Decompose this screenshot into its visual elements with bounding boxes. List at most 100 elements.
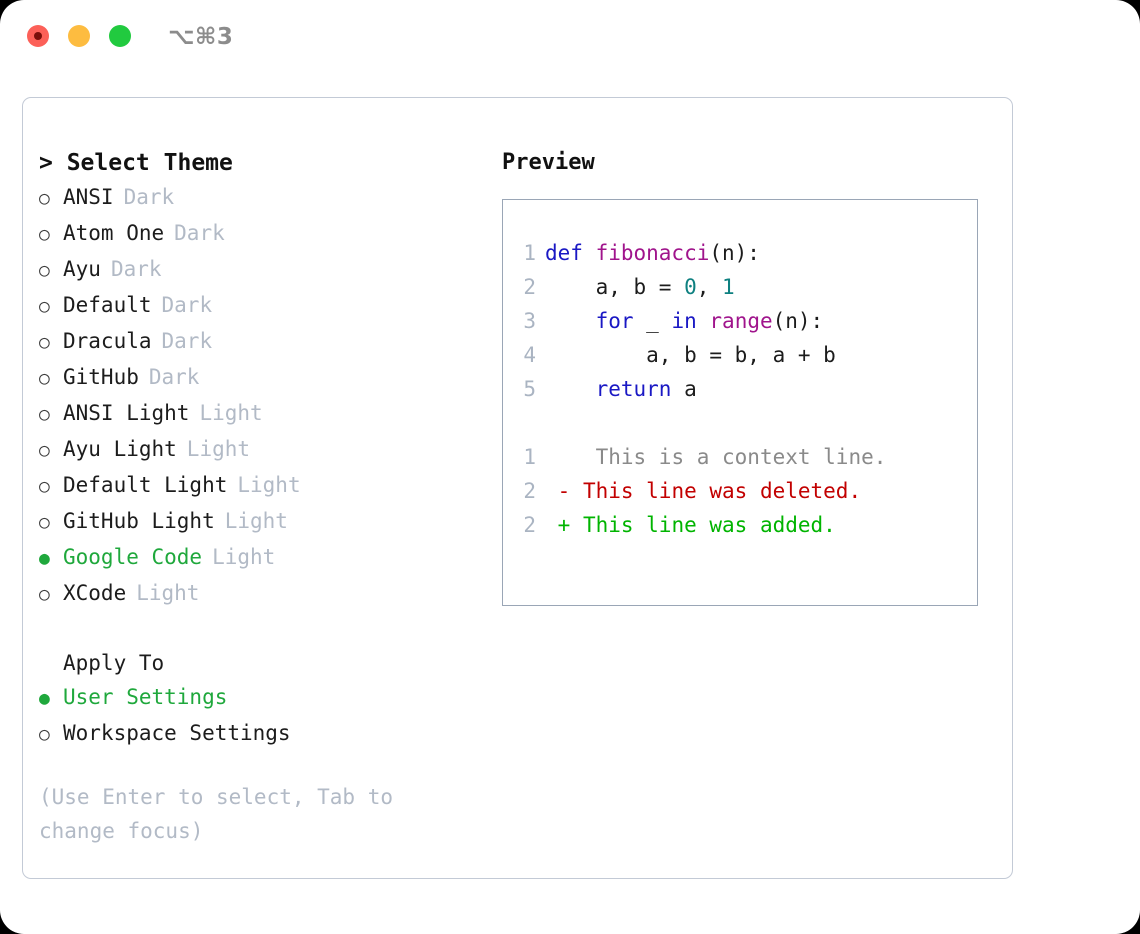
theme-list-item[interactable]: ○ GitHub Light Light — [39, 504, 469, 540]
theme-variant-badge: Light — [212, 545, 276, 569]
theme-variant-badge: Light — [186, 437, 251, 461]
diff-sample: 1 This is a context line.2 - This line w… — [503, 440, 977, 542]
radio-unselected-icon[interactable]: ○ — [39, 724, 50, 745]
radio-selected-icon[interactable]: ● — [39, 548, 50, 569]
code-token: in — [671, 309, 697, 333]
code-token: a, b = b, a + b — [545, 343, 836, 367]
theme-variant-badge: Light — [237, 473, 301, 497]
theme-variant-badge: Dark — [123, 185, 175, 209]
radio-unselected-icon[interactable]: ○ — [39, 404, 50, 425]
theme-name-label: XCode — [63, 581, 127, 605]
code-line: 2 a, b = 0, 1 — [503, 270, 977, 304]
diff-text: This is a context line. — [570, 445, 887, 469]
diff-line: 2 + This line was added. — [503, 508, 977, 542]
keyboard-shortcut-label: ⌥⌘3 — [168, 24, 234, 50]
keyboard-hint-text: (Use Enter to select, Tab to change focu… — [39, 785, 406, 843]
theme-list-item[interactable]: ○ Atom One Dark — [39, 216, 469, 252]
line-number: 5 — [523, 377, 536, 401]
diff-marker: - — [545, 479, 571, 503]
theme-variant-badge: Dark — [148, 365, 200, 389]
theme-name-label: GitHub — [63, 365, 139, 389]
theme-variant-badge: Dark — [110, 257, 162, 281]
theme-name-label: Default — [63, 293, 152, 317]
theme-variant-badge: Light — [224, 509, 288, 533]
theme-list-item[interactable]: ● Google Code Light — [39, 540, 469, 576]
code-token: a — [671, 377, 697, 401]
theme-variant-badge: Dark — [174, 221, 225, 245]
radio-unselected-icon[interactable]: ○ — [39, 440, 50, 461]
diff-marker — [545, 440, 570, 474]
theme-variant-badge: Dark — [161, 293, 213, 317]
radio-unselected-icon[interactable]: ○ — [39, 512, 50, 533]
code-token — [697, 309, 710, 333]
radio-unselected-icon[interactable]: ○ — [39, 584, 50, 605]
radio-unselected-icon[interactable]: ○ — [39, 476, 50, 497]
theme-name-label: Google Code — [63, 545, 203, 569]
theme-list-item[interactable]: ○ Default Dark — [39, 288, 469, 324]
code-token: (n): — [709, 241, 760, 265]
radio-unselected-icon[interactable]: ○ — [39, 332, 50, 353]
radio-selected-icon[interactable]: ● — [39, 688, 50, 709]
diff-marker: + — [545, 513, 571, 537]
line-number: 4 — [523, 343, 536, 367]
theme-name-label: GitHub Light — [63, 509, 215, 533]
theme-list-item[interactable]: ○ GitHub Dark — [39, 360, 469, 396]
code-token: _ — [633, 309, 672, 333]
code-token: return — [595, 377, 672, 401]
preview-heading: Preview — [502, 150, 595, 175]
code-token: 0 — [684, 275, 697, 299]
minimize-button-icon[interactable] — [68, 25, 90, 47]
code-token: range — [709, 309, 773, 333]
code-line: 5 return a — [503, 372, 977, 406]
close-button-icon[interactable] — [27, 25, 49, 47]
radio-unselected-icon[interactable]: ○ — [39, 188, 50, 209]
radio-unselected-icon[interactable]: ○ — [39, 224, 50, 245]
code-token: fibonacci — [595, 241, 710, 265]
diff-line: 2 - This line was deleted. — [503, 474, 977, 508]
radio-unselected-icon[interactable]: ○ — [39, 260, 50, 281]
apply-to-item[interactable]: ○Workspace Settings — [39, 716, 469, 752]
line-number: 2 — [523, 275, 536, 299]
theme-variant-badge: Light — [199, 401, 263, 425]
code-line: 4 a, b = b, a + b — [503, 338, 977, 372]
code-text: a, b = 0, 1 — [545, 270, 735, 304]
zoom-button-icon[interactable] — [109, 25, 131, 47]
apply-to-list: ● User Settings ○Workspace Settings — [39, 680, 469, 752]
diff-text: This line was added. — [570, 513, 836, 537]
diff-line: 1 This is a context line. — [503, 440, 977, 474]
radio-unselected-icon[interactable]: ○ — [39, 368, 50, 389]
theme-list-item[interactable]: ○ Ayu Dark — [39, 252, 469, 288]
traffic-lights — [27, 25, 131, 47]
code-text: for _ in range(n): — [545, 304, 824, 338]
section-divider — [39, 612, 469, 646]
theme-name-label: Atom One — [63, 221, 165, 245]
code-token — [545, 377, 596, 401]
radio-unselected-icon[interactable]: ○ — [39, 296, 50, 317]
theme-variant-badge: Dark — [161, 329, 213, 353]
code-diff-divider — [503, 406, 977, 440]
code-text: a, b = b, a + b — [545, 338, 836, 372]
apply-to-label: User Settings — [63, 685, 228, 709]
line-number: 2 — [523, 479, 536, 503]
line-number: 3 — [523, 309, 536, 333]
code-token: , — [696, 275, 723, 299]
apply-to-item[interactable]: ● User Settings — [39, 680, 469, 716]
theme-name-label: Ayu — [63, 257, 101, 281]
code-token: 1 — [722, 275, 735, 299]
apply-to-heading: Apply To — [63, 651, 165, 675]
